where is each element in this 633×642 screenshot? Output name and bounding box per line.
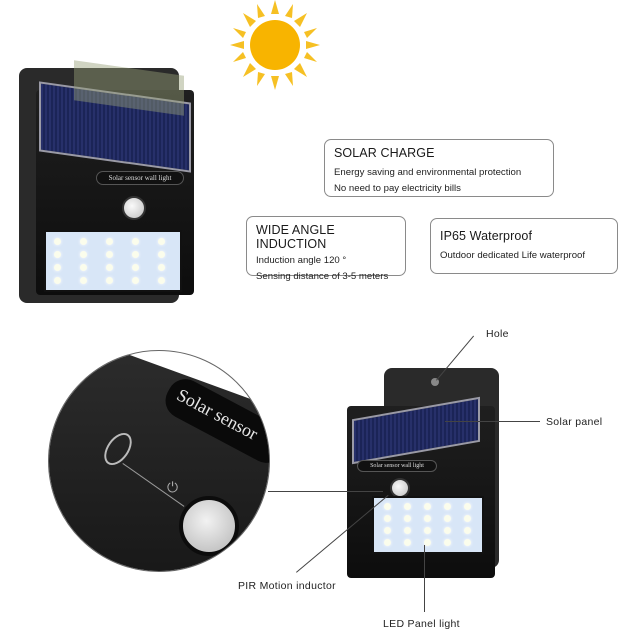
feature-wide-angle: WIDE ANGLE INDUCTION Induction angle 120… (246, 216, 406, 282)
solar-light-product-image: Solar sensor wall light (14, 60, 194, 303)
callout-pir: PIR Motion inductor (238, 580, 336, 592)
pir-sensor (122, 196, 146, 220)
pir-sensor-zoom (179, 496, 239, 556)
pir-sensor (390, 478, 410, 498)
sun-icon (225, 0, 325, 90)
solar-leader-line (445, 421, 540, 422)
feature-line: Energy saving and environmental protecti… (334, 167, 522, 178)
feature-title: WIDE ANGLE INDUCTION (256, 223, 335, 251)
feature-line: Induction angle 120 ° (256, 255, 347, 266)
led-panel (372, 496, 484, 554)
callout-led: LED Panel light (383, 618, 460, 630)
device-label: Solar sensor wall light (96, 171, 184, 185)
led-panel (44, 230, 182, 292)
sensor-zoom-detail: Solar sensor ⏻ (48, 350, 270, 572)
feature-line: Sensing distance of 3-5 meters (256, 271, 389, 282)
feature-title: SOLAR CHARGE (334, 146, 435, 160)
feature-line: No need to pay electricity bills (334, 183, 461, 194)
feature-ip65: IP65 Waterproof Outdoor dedicated Life w… (430, 218, 618, 274)
feature-title: IP65 Waterproof (440, 229, 533, 243)
power-icon: ⏻ (167, 479, 179, 495)
led-leader-line (424, 545, 425, 612)
zoom-leader-line (268, 491, 383, 492)
callout-solar-panel: Solar panel (546, 416, 603, 428)
solar-light-diagram-image: Solar sensor wall light (342, 368, 507, 578)
feature-solar-charge: SOLAR CHARGE Energy saving and environme… (324, 139, 554, 197)
callout-hole: Hole (486, 328, 509, 340)
mounting-hole (431, 378, 439, 386)
feature-line: Outdoor dedicated Life waterproof (440, 250, 586, 261)
device-label: Solar sensor wall light (357, 460, 437, 472)
